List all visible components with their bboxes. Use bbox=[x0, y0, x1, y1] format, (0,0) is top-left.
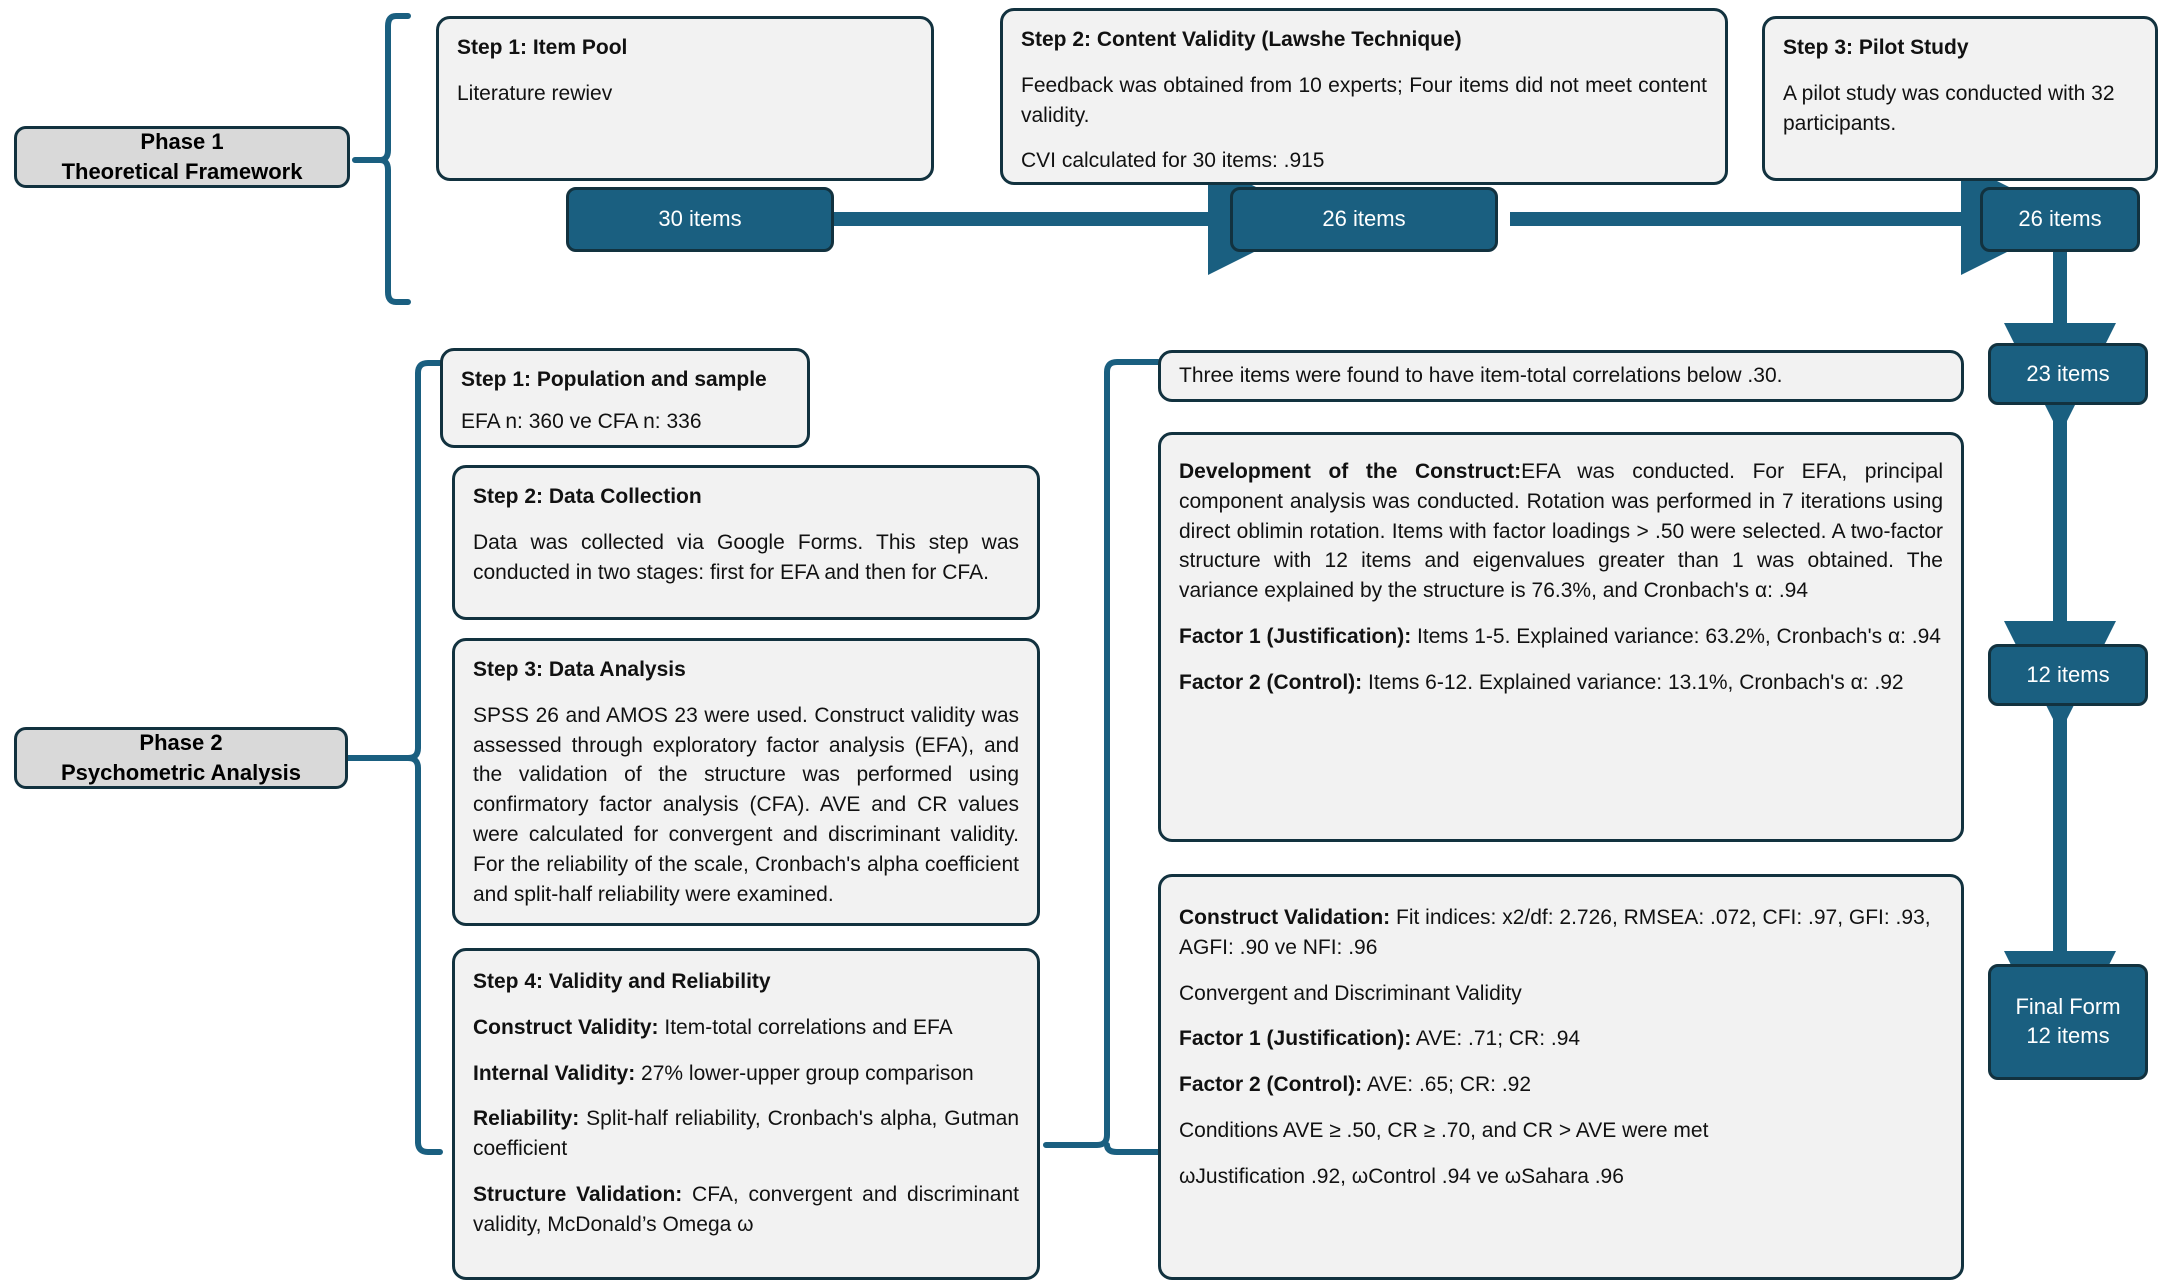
cfa-omega-line: ωJustification .92, ωControl .94 ve ωSah… bbox=[1179, 1164, 1624, 1188]
cfa-construct-validation-label: Construct Validation: bbox=[1179, 906, 1391, 929]
phase2-step4-title: Step 4: Validity and Reliability bbox=[473, 970, 771, 993]
phase1-step1-card: Step 1: Item Pool Literature rewiev bbox=[436, 16, 934, 181]
phase2-step4-card: Step 4: Validity and Reliability Constru… bbox=[452, 948, 1040, 1280]
efa-factor2-label: Factor 2 (Control): bbox=[1179, 670, 1363, 694]
phase2-step4-reliability: Reliability: Split-half reliability, Cro… bbox=[473, 1104, 1019, 1164]
chip-12-items-label: 12 items bbox=[2026, 661, 2110, 687]
phase2-step3-card: Step 3: Data Analysis SPSS 26 and AMOS 2… bbox=[452, 638, 1040, 926]
efa-development: Development of the Construct:EFA was con… bbox=[1179, 457, 1943, 606]
phase1-bracket bbox=[352, 13, 411, 305]
final-form-line-1: Final Form bbox=[2015, 994, 2121, 1020]
chip-23-items-label: 23 items bbox=[2026, 360, 2110, 386]
efa-factor2-value: Items 6-12. Explained variance: 13.1%, C… bbox=[1362, 670, 1904, 694]
chip-30-items-label: 30 items bbox=[658, 206, 742, 232]
phase1-step1-title: Step 1: Item Pool bbox=[457, 36, 628, 59]
cfa-factor1-label: Factor 1 (Justification): bbox=[1179, 1027, 1412, 1051]
cfa-results-card: Construct Validation: Fit indices: x2/df… bbox=[1158, 874, 1964, 1280]
phase2-step4-structure-validation: Structure Validation: CFA, convergent an… bbox=[473, 1180, 1019, 1240]
cfa-factor1: Factor 1 (Justification): AVE: .71; CR: … bbox=[1179, 1024, 1943, 1054]
phase2-step3-title: Step 3: Data Analysis bbox=[473, 658, 686, 681]
efa-results-card: Development of the Construct:EFA was con… bbox=[1158, 432, 1964, 842]
phase2-step4-reliability-value: Split-half reliability, Cronbach's alpha… bbox=[473, 1107, 1019, 1161]
phase-2-label: Phase 2 Psychometric Analysis bbox=[14, 727, 348, 789]
cfa-convergent-line: Convergent and Discriminant Validity bbox=[1179, 981, 1522, 1005]
phase2-step2-body: Data was collected via Google Forms. Thi… bbox=[473, 530, 1019, 584]
phase2-step4-structure-validation-label: Structure Validation: bbox=[473, 1183, 683, 1207]
cfa-factor2: Factor 2 (Control): AVE: .65; CR: .92 bbox=[1179, 1070, 1943, 1100]
phase1-step2-body-1: Feedback was obtained from 10 experts; F… bbox=[1021, 73, 1707, 127]
chip-12-items: 12 items bbox=[1988, 644, 2148, 706]
item-total-note-card: Three items were found to have item-tota… bbox=[1158, 350, 1964, 402]
phase2-step4-internal-validity: Internal Validity: 27% lower-upper group… bbox=[473, 1059, 1019, 1089]
phase1-step2-title: Step 2: Content Validity (Lawshe Techniq… bbox=[1021, 28, 1462, 51]
phase2-step4-construct-validity-value: Item-total correlations and EFA bbox=[658, 1015, 953, 1039]
phase1-step2-body-2: CVI calculated for 30 items: .915 bbox=[1021, 149, 1325, 173]
phase1-step3-title: Step 3: Pilot Study bbox=[1783, 36, 1969, 59]
chip-final-form: Final Form 12 items bbox=[1988, 964, 2148, 1080]
phase1-step3-card: Step 3: Pilot Study A pilot study was co… bbox=[1762, 16, 2158, 181]
phase-2-line-1: Phase 2 bbox=[139, 730, 223, 756]
phase2-step4-structure-validation-value: CFA, convergent and discriminant validit… bbox=[473, 1183, 1019, 1236]
phase-1-label: Phase 1 Theoretical Framework bbox=[14, 126, 350, 188]
cfa-factor2-value: AVE: .65; CR: .92 bbox=[1362, 1073, 1532, 1097]
chip-23-items: 23 items bbox=[1988, 343, 2148, 405]
phase-1-line-1: Phase 1 bbox=[140, 129, 224, 155]
phase2-step4-construct-validity-label: Construct Validity: bbox=[473, 1015, 659, 1039]
cfa-construct-validation-value: Fit indices: x2/df: 2.726, RMSEA: .072, … bbox=[1179, 906, 1931, 959]
phase-2-line-2: Psychometric Analysis bbox=[60, 760, 302, 785]
phase1-step2-card: Step 2: Content Validity (Lawshe Techniq… bbox=[1000, 8, 1728, 185]
phase1-step3-body: A pilot study was conducted with 32 part… bbox=[1783, 81, 2115, 135]
phase2-step4-internal-validity-value: 27% lower-upper group comparison bbox=[635, 1061, 974, 1085]
cfa-conditions-line: Conditions AVE ≥ .50, CR ≥ .70, and CR >… bbox=[1179, 1119, 1709, 1143]
phase2-step1-card: Step 1: Population and sample EFA n: 360… bbox=[440, 348, 810, 448]
chip-26-items-a-label: 26 items bbox=[1322, 206, 1406, 232]
efa-factor2: Factor 2 (Control): Items 6-12. Explaine… bbox=[1179, 668, 1943, 698]
chip-26-items-a: 26 items bbox=[1230, 187, 1498, 252]
phase2-step2-card: Step 2: Data Collection Data was collect… bbox=[452, 465, 1040, 620]
efa-development-value: EFA was conducted. For EFA, principal co… bbox=[1179, 460, 1943, 603]
phase2-step4-internal-validity-label: Internal Validity: bbox=[473, 1061, 636, 1085]
chip-30-items: 30 items bbox=[566, 187, 834, 252]
chip-26-items-b: 26 items bbox=[1980, 187, 2140, 252]
final-form-line-2: 12 items bbox=[2026, 1023, 2110, 1048]
phase2-step1-body: EFA n: 360 ve CFA n: 336 bbox=[461, 409, 702, 433]
results-bracket bbox=[1043, 359, 1161, 1155]
efa-factor1: Factor 1 (Justification): Items 1-5. Exp… bbox=[1179, 622, 1943, 652]
phase2-bracket bbox=[345, 360, 443, 1155]
efa-factor1-label: Factor 1 (Justification): bbox=[1179, 625, 1412, 649]
efa-factor1-value: Items 1-5. Explained variance: 63.2%, Cr… bbox=[1411, 625, 1941, 649]
phase2-step4-reliability-label: Reliability: bbox=[473, 1107, 580, 1131]
chip-26-items-b-label: 26 items bbox=[2018, 206, 2102, 232]
efa-development-label: Development of the Construct: bbox=[1179, 460, 1522, 483]
phase2-step4-construct-validity: Construct Validity: Item-total correlati… bbox=[473, 1013, 1019, 1043]
cfa-factor1-value: AVE: .71; CR: .94 bbox=[1411, 1027, 1581, 1051]
cfa-construct-validation: Construct Validation: Fit indices: x2/df… bbox=[1179, 903, 1943, 963]
phase1-step1-body: Literature rewiev bbox=[457, 81, 613, 105]
cfa-factor2-label: Factor 2 (Control): bbox=[1179, 1073, 1363, 1097]
phase2-step3-body: SPSS 26 and AMOS 23 were used. Construct… bbox=[473, 703, 1019, 906]
phase-1-line-2: Theoretical Framework bbox=[61, 159, 303, 184]
item-total-note-text: Three items were found to have item-tota… bbox=[1179, 364, 1783, 388]
phase2-step1-title: Step 1: Population and sample bbox=[461, 368, 767, 391]
phase2-step2-title: Step 2: Data Collection bbox=[473, 485, 702, 508]
